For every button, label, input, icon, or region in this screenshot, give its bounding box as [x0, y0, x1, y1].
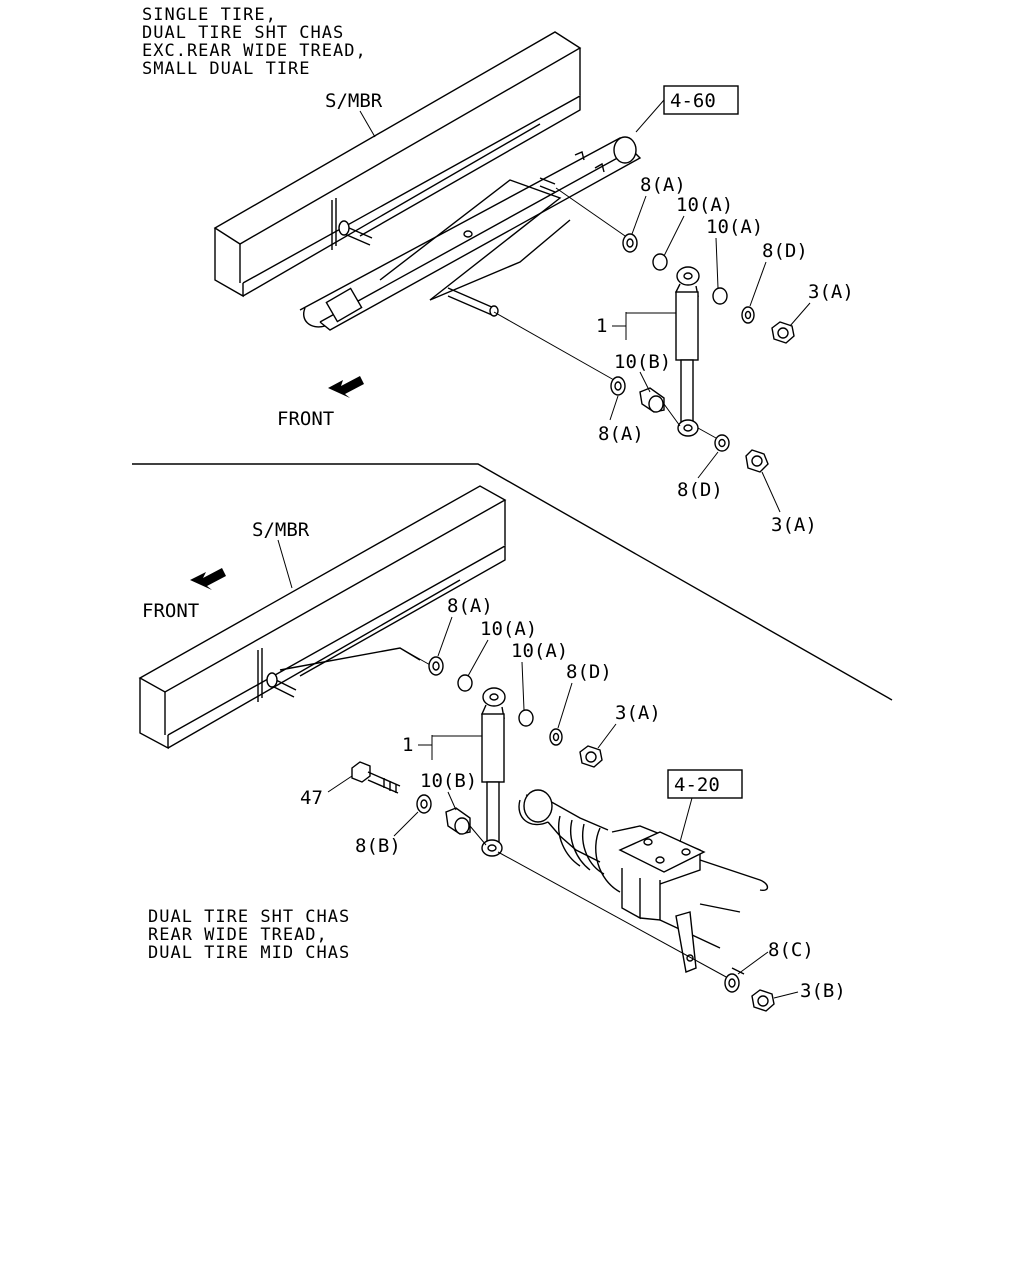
callouts-lower: 8(A) 10(A) 10(A) 8(D) 3(A) 1 47 10(B) 8(…: [300, 595, 846, 1002]
lower-label-bushing-a-1: 10(A): [480, 618, 537, 640]
ref-box-lower: 4-20: [667, 769, 743, 843]
upper-label-washer-d-top: 8(D): [762, 240, 808, 262]
section-divider: [132, 463, 893, 701]
upper-label-washer-a-top: 8(A): [640, 174, 686, 196]
shock-absorber-lower: [480, 687, 506, 857]
hardware-lower: [351, 656, 603, 846]
lower-member-label: S/MBR: [252, 519, 310, 541]
lower-label-bushing-b: 10(B): [420, 770, 477, 792]
side-member-upper: [213, 31, 582, 298]
lower-label-bolt: 47: [300, 787, 323, 809]
hardware-upper: [610, 233, 795, 473]
lower-note-line-2: REAR WIDE TREAD,: [148, 925, 328, 945]
upper-label-nut-a-bottom: 3(A): [771, 514, 817, 536]
hardware-lower-axle: [724, 973, 775, 1012]
upper-note-line-3: EXC.REAR WIDE TREAD,: [142, 41, 367, 61]
lower-front-label: FRONT: [142, 600, 199, 622]
upper-label-nut-a-top: 3(A): [808, 281, 854, 303]
lower-assembly: S/MBR FRONT: [138, 485, 846, 1012]
front-arrow-lower: [190, 568, 226, 590]
upper-note-line-4: SMALL DUAL TIRE: [142, 59, 311, 79]
upper-member-label: S/MBR: [325, 90, 383, 112]
upper-assembly: SINGLE TIRE, DUAL TIRE SHT CHAS EXC.REAR…: [142, 5, 854, 536]
lower-label-nut-b: 3(B): [800, 980, 846, 1002]
lower-label-shock: 1: [402, 734, 413, 756]
upper-label-shock: 1: [596, 315, 607, 337]
rear-axle-housing: [497, 789, 769, 979]
upper-label-washer-a-bottom: 8(A): [598, 423, 644, 445]
upper-note-line-2: DUAL TIRE SHT CHAS: [142, 23, 344, 43]
lower-note-line-3: DUAL TIRE MID CHAS: [148, 943, 350, 963]
lower-label-washer-c: 8(C): [768, 939, 814, 961]
mount-pins-upper: [338, 177, 556, 317]
lower-label-nut-a: 3(A): [615, 702, 661, 724]
upper-front-label: FRONT: [277, 408, 334, 430]
lower-note-line-1: DUAL TIRE SHT CHAS: [148, 907, 350, 927]
front-arrow-upper: [328, 376, 364, 398]
upper-label-bushing-b: 10(B): [614, 351, 671, 373]
lower-label-washer-b: 8(B): [355, 835, 401, 857]
ref-box-lower-label: 4-20: [674, 774, 720, 796]
ref-box-upper: 4-60: [635, 85, 739, 133]
shock-absorber-upper: [674, 266, 700, 437]
lower-label-washer-a: 8(A): [447, 595, 493, 617]
callouts-upper: 8(A) 10(A) 10(A) 8(D) 3(A) 1 10(B) 8(A) …: [596, 174, 854, 536]
leaf-spring-upper: [299, 136, 642, 331]
ref-box-upper-label: 4-60: [670, 90, 716, 112]
lower-label-bushing-a-2: 10(A): [511, 640, 568, 662]
upper-note-line-1: SINGLE TIRE,: [142, 5, 277, 25]
lower-label-washer-d: 8(D): [566, 661, 612, 683]
upper-label-bushing-a-1: 10(A): [676, 194, 733, 216]
upper-label-washer-d-bottom: 8(D): [677, 479, 723, 501]
mount-pin-lower: [266, 647, 433, 698]
upper-label-bushing-a-2: 10(A): [706, 216, 763, 238]
